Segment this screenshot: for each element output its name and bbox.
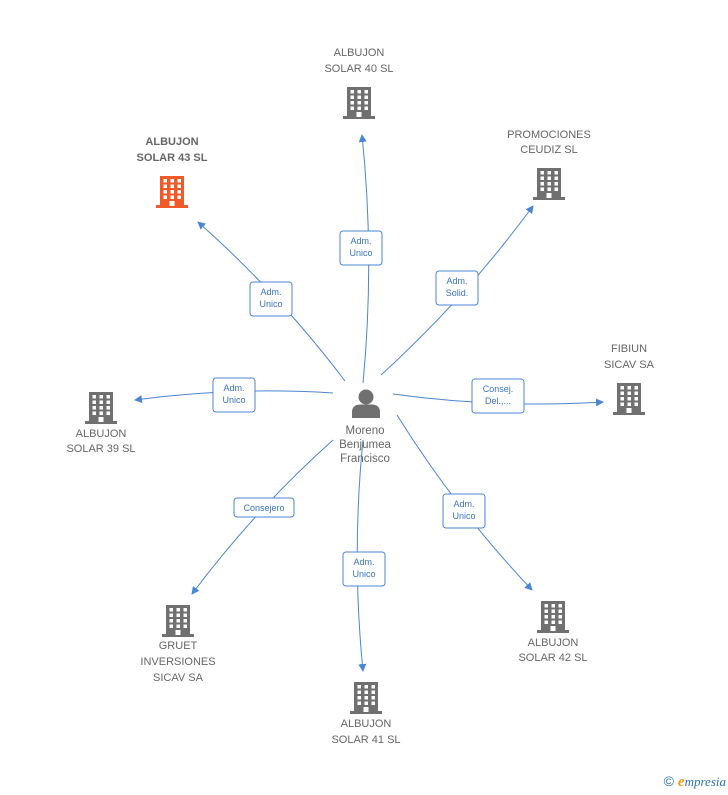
role-badge[interactable]: Adm. Unico (249, 281, 293, 317)
company-label-line: SOLAR 42 SL (518, 652, 587, 664)
role-label-line: Unico (349, 248, 372, 258)
company-label-line: CEUDIZ SL (520, 144, 577, 156)
role-label-line: Consejero (243, 503, 284, 513)
brand-watermark: ©empresia (664, 773, 726, 791)
role-label-line: Adm. (446, 276, 467, 286)
person-name-line-3: Francisco (340, 453, 390, 465)
role-badge[interactable]: Consejero (233, 497, 295, 518)
role-label-line: Adm. (453, 499, 474, 509)
building-icon (162, 605, 194, 637)
company-node-gruet-inversiones[interactable]: GRUET INVERSIONES SICAV SA (140, 605, 216, 684)
building-icon (537, 601, 569, 633)
nodes-layer: ALBUJON SOLAR 40 SL PROMOCIONES CEUDIZ SL FI… (66, 47, 654, 746)
role-label-line: Adm. (260, 287, 281, 297)
company-label-line: SOLAR 39 SL (66, 443, 135, 455)
role-badge[interactable]: Adm. Unico (339, 230, 383, 266)
role-label-line: Unico (452, 511, 475, 521)
person-name-line-2: Benjumea (339, 439, 391, 451)
role-badge[interactable]: Adm. Unico (442, 493, 486, 529)
company-label-line: ALBUJON (341, 718, 392, 730)
role-label-line: Consej. (483, 384, 514, 394)
role-label-line: Unico (259, 299, 282, 309)
company-node-fibiun-sicav[interactable]: FIBIUN SICAV SA (604, 343, 655, 415)
company-label-line: SICAV SA (153, 672, 204, 684)
building-icon (350, 682, 382, 714)
company-node-albujon-solar-40[interactable]: ALBUJON SOLAR 40 SL (324, 47, 394, 119)
role-label-line: Adm. (350, 236, 371, 246)
role-badge[interactable]: Adm. Unico (342, 551, 386, 587)
role-label-line: Adm. (223, 383, 244, 393)
person-name-line-1: Moreno (346, 425, 385, 437)
company-label-line: ALBUJON (528, 637, 579, 649)
role-label-line: Unico (222, 395, 245, 405)
role-badge[interactable]: Adm. Solid. (435, 270, 479, 306)
company-label-line: SOLAR 40 SL (324, 63, 393, 75)
company-node-albujon-solar-42[interactable]: ALBUJON SOLAR 42 SL (518, 601, 588, 664)
copyright-icon: © (663, 773, 674, 789)
company-label-line: GRUET (159, 640, 198, 652)
role-label-line: Unico (352, 569, 375, 579)
company-label-line: ALBUJON (145, 136, 198, 148)
role-badge[interactable]: Adm. Unico (212, 377, 256, 413)
company-node-albujon-solar-41[interactable]: ALBUJON SOLAR 41 SL (331, 682, 401, 746)
building-icon (613, 383, 645, 415)
company-node-promociones-ceudiz[interactable]: PROMOCIONES CEUDIZ SL (507, 129, 591, 200)
company-label-line: ALBUJON (76, 428, 127, 440)
company-label-line: FIBIUN (611, 343, 647, 355)
company-node-albujon-solar-39[interactable]: ALBUJON SOLAR 39 SL (66, 392, 136, 455)
company-label-line: SOLAR 41 SL (331, 734, 400, 746)
company-label-line: PROMOCIONES (507, 129, 591, 141)
company-node-albujon-solar-43[interactable]: ALBUJON SOLAR 43 SL (137, 136, 208, 208)
brand-initial: e (677, 774, 685, 790)
center-node[interactable]: Moreno Benjumea Francisco (339, 389, 391, 466)
company-label-line: INVERSIONES (140, 656, 215, 668)
role-label-line: Solid. (446, 288, 469, 298)
company-label-line: SICAV SA (604, 359, 655, 371)
role-label-line: Del.,... (485, 396, 511, 406)
brand-name: mpresia (684, 774, 726, 789)
roles-layer: Adm.UnicoAdm.Solid.Consej.Del.,...Adm.Un… (212, 230, 525, 587)
building-icon (156, 176, 188, 208)
role-badge[interactable]: Consej. Del.,... (471, 378, 525, 414)
building-icon (343, 87, 375, 119)
role-label-line: Adm. (353, 557, 374, 567)
person-icon (352, 389, 380, 418)
company-label-line: SOLAR 43 SL (137, 152, 208, 164)
building-icon (85, 392, 117, 424)
company-label-line: ALBUJON (334, 47, 385, 59)
building-icon (533, 168, 565, 200)
